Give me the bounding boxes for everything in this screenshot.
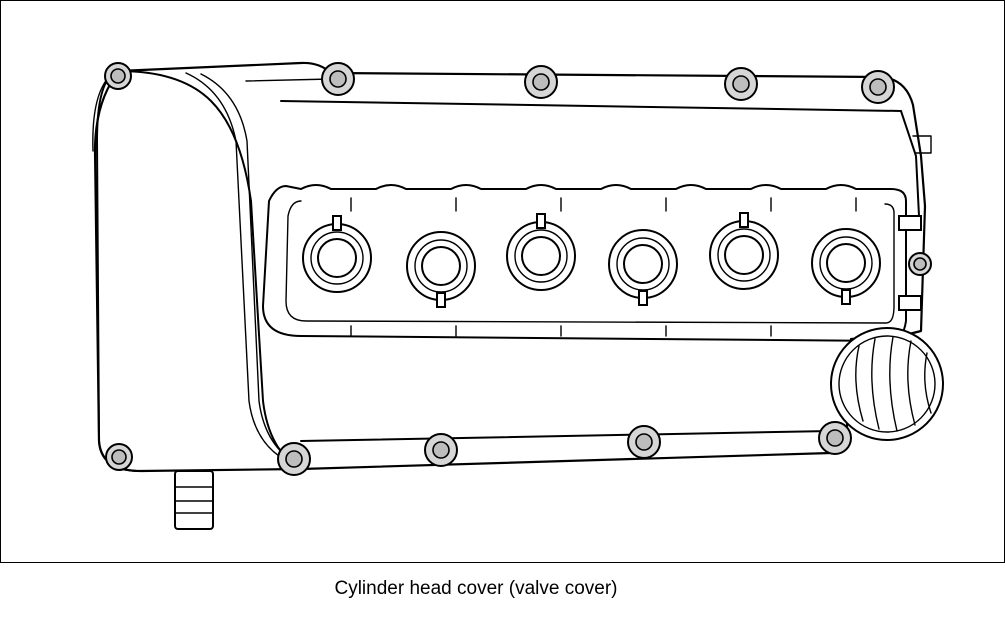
bolt [424, 433, 458, 467]
cover-bolts [104, 62, 895, 476]
coil-hole [506, 213, 576, 291]
bolt [321, 62, 355, 96]
diagram-frame [0, 0, 1005, 563]
bolt [861, 70, 895, 104]
bolt [277, 442, 311, 476]
coil-hole [302, 215, 372, 293]
breather-outlet [174, 470, 214, 530]
right-bracket [898, 215, 932, 311]
bolt [724, 67, 758, 101]
coil-hole [608, 229, 678, 306]
bolt [818, 421, 852, 455]
coil-hole [709, 212, 779, 290]
bolt [627, 425, 661, 459]
bolt [104, 62, 132, 90]
bolt [105, 443, 133, 471]
coil-hole [406, 231, 476, 308]
valve-cover-drawing [92, 61, 944, 530]
figure-caption: Cylinder head cover (valve cover) [334, 578, 618, 599]
coil-holes [302, 212, 881, 308]
oil-filler-cap [830, 327, 944, 441]
bolt [524, 65, 558, 99]
coil-hole [811, 228, 881, 305]
